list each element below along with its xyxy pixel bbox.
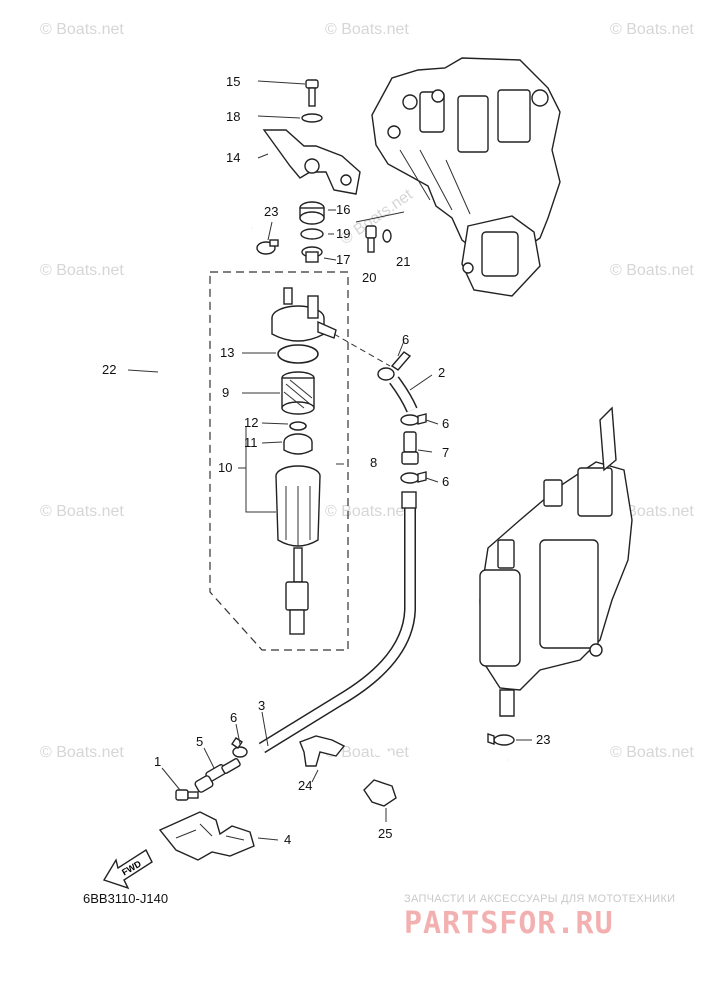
callout-6-b: 6 (442, 416, 449, 431)
callout-18: 18 (226, 109, 240, 124)
clip-6-c (400, 471, 427, 484)
callout-15: 15 (226, 74, 240, 89)
fwd-arrow: FWD (102, 848, 153, 890)
callout-9: 9 (222, 385, 229, 400)
callout-19: 19 (336, 226, 350, 241)
callout-25: 25 (378, 826, 392, 841)
callout-2: 2 (438, 365, 445, 380)
watermark: © Boats.net (40, 503, 124, 520)
washer-18 (301, 113, 323, 123)
callout-13: 13 (220, 345, 234, 360)
bolt-20 (365, 225, 377, 253)
watermark: © Boats.net (610, 262, 694, 279)
grommet-16 (299, 201, 325, 225)
callout-16: 16 (336, 202, 350, 217)
watermark: © Boats.net (40, 21, 124, 38)
watermark-layer: © Boats.net © Boats.net © Boats.net © Bo… (40, 21, 694, 761)
watermark: © Boats.net (325, 503, 409, 520)
callout-8: 8 (370, 455, 377, 470)
bracket-14 (262, 129, 361, 195)
callout-3: 3 (258, 698, 265, 713)
callout-4: 4 (284, 832, 291, 847)
brand-logo: PARTSFOR.RU (404, 906, 614, 941)
clip-12 (289, 421, 307, 431)
watermark: © Boats.net (610, 744, 694, 761)
joint-5 (194, 758, 241, 793)
callout-21: 21 (396, 254, 410, 269)
leader-lines (127, 80, 532, 841)
bolt-1 (175, 789, 199, 801)
callout-7: 7 (442, 445, 449, 460)
watermark: © Boats.net (40, 262, 124, 279)
collar-19 (300, 228, 324, 240)
clip-23-upper (256, 239, 279, 255)
fuel-filter-group-box (209, 271, 349, 651)
hose-3-end (401, 491, 417, 509)
callout-labels: 15 18 14 16 23 19 17 21 20 22 6 13 2 9 1… (102, 74, 550, 847)
callout-11: 11 (244, 435, 258, 450)
callout-6-c: 6 (442, 474, 449, 489)
clip-6-b (400, 413, 427, 426)
joint-7 (401, 431, 419, 465)
o-ring-13 (277, 344, 319, 364)
holder-25 (363, 779, 397, 807)
callout-17: 17 (336, 252, 350, 267)
float-11 (283, 433, 313, 455)
collar-17 (301, 246, 323, 263)
bolt-15 (305, 79, 319, 107)
clip-6-d (231, 737, 248, 758)
watermark: © Boats.net (610, 21, 694, 38)
cover-4 (158, 811, 255, 861)
diagram-code: 6BB3110-J140 (83, 891, 169, 906)
watermark: © Boats.net (40, 744, 124, 761)
callout-12: 12 (244, 415, 258, 430)
filter-cap (271, 287, 391, 367)
vapor-separator-lower (479, 406, 633, 717)
callout-1: 1 (154, 754, 161, 769)
clip-23-lower (487, 733, 515, 746)
callout-23: 23 (264, 204, 278, 219)
callout-22: 22 (102, 362, 116, 377)
watermark: © Boats.net (325, 21, 409, 38)
callout-6-d: 6 (230, 710, 237, 725)
holder-24 (299, 735, 346, 767)
filter-cup-10 (275, 465, 321, 635)
filter-element-9 (281, 371, 315, 415)
washer-21 (382, 229, 392, 243)
callout-14: 14 (226, 150, 240, 165)
engine-block-upper (371, 57, 561, 297)
brand-tagline: ЗАПЧАСТИ И АКСЕССУАРЫ ДЛЯ МОТОТЕХНИКИ (404, 893, 676, 905)
clip-6-a (377, 351, 412, 381)
callout-23-lower: 23 (536, 732, 550, 747)
callout-20: 20 (362, 270, 376, 285)
callout-10: 10 (218, 460, 232, 475)
hose-22-inner (155, 168, 513, 812)
callout-6-a: 6 (402, 332, 409, 347)
callout-5: 5 (196, 734, 203, 749)
callout-24: 24 (298, 778, 312, 793)
